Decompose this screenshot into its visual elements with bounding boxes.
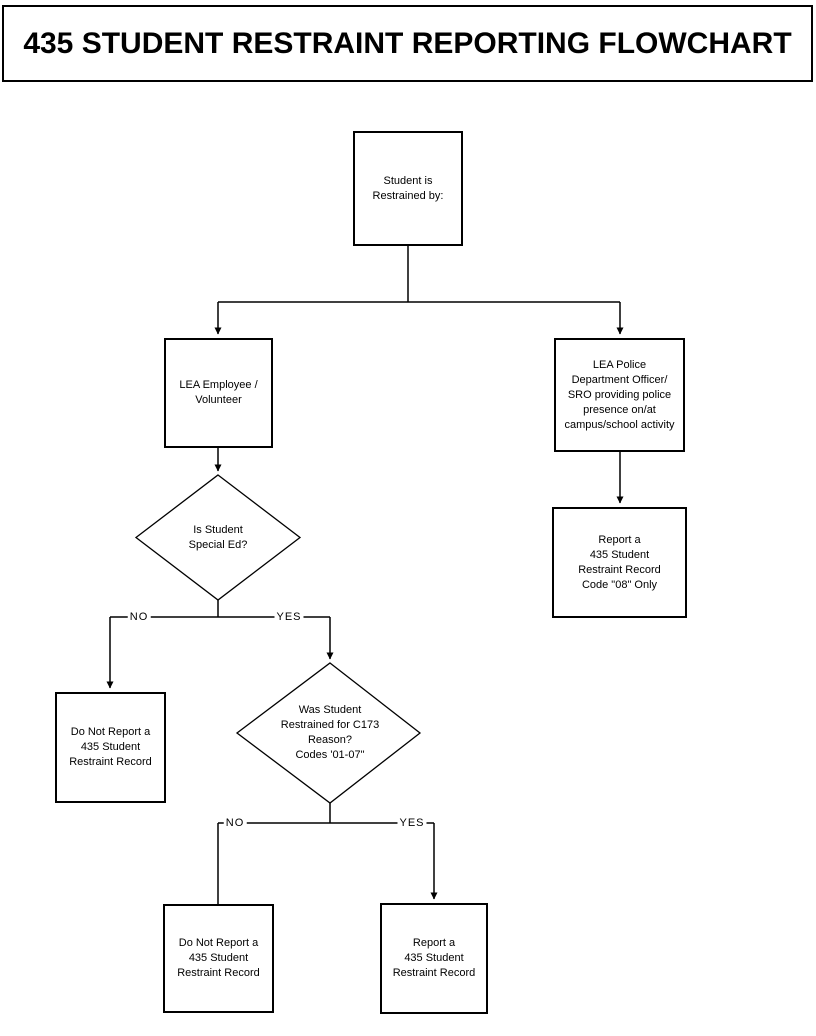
title-box: 435 STUDENT RESTRAINT REPORTING FLOWCHAR… [2, 5, 813, 82]
diamond-special-ed-shape [134, 474, 302, 601]
node-student-restrained-by: Student is Restrained by: [353, 131, 463, 246]
node-report-435-record-text: Report a 435 Student Restraint Record [392, 937, 476, 979]
label-special-ed-yes: YES [274, 611, 304, 623]
node-do-not-report-c173: Do Not Report a 435 Student Restraint Re… [163, 904, 274, 1013]
page-title: 435 STUDENT RESTRAINT REPORTING FLOWCHAR… [23, 26, 792, 60]
node-do-not-report-special-ed: Do Not Report a 435 Student Restraint Re… [55, 692, 166, 803]
node-student-restrained-by-text: Student is Restrained by: [372, 174, 444, 202]
node-report-code-08-text: Report a 435 Student Restraint Record Co… [578, 533, 661, 591]
label-c173-no: NO [223, 817, 247, 829]
node-lea-police-sro-text: LEA Police Department Officer/ SRO provi… [564, 358, 675, 431]
node-lea-police-sro: LEA Police Department Officer/ SRO provi… [554, 338, 685, 452]
node-report-435-record: Report a 435 Student Restraint Record [380, 903, 488, 1014]
node-lea-employee-volunteer: LEA Employee / Volunteer [164, 338, 273, 448]
node-report-code-08: Report a 435 Student Restraint Record Co… [552, 507, 687, 618]
node-do-not-report-special-ed-text: Do Not Report a 435 Student Restraint Re… [69, 726, 152, 768]
node-do-not-report-c173-text: Do Not Report a 435 Student Restraint Re… [177, 937, 260, 979]
label-c173-yes: YES [397, 817, 427, 829]
diamond-c173-reason-shape [235, 662, 422, 804]
node-lea-employee-volunteer-text: LEA Employee / Volunteer [179, 379, 258, 406]
label-special-ed-no: NO [127, 611, 151, 623]
